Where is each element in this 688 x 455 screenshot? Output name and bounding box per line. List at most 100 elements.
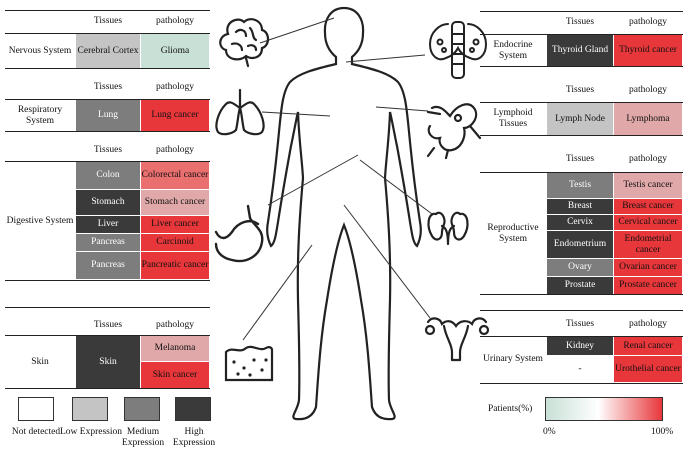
- kidney-icon: [427, 211, 469, 246]
- system-label-urinary: Urinary System: [483, 354, 543, 364]
- system-label-lymphoid: Lymphoid Tissues: [493, 108, 533, 129]
- legend-swatch-medium: [124, 397, 160, 421]
- table-bottom-rule: [480, 66, 683, 67]
- tissue-cell: Cerebral Cortex: [76, 34, 140, 68]
- pathology-cell: Ovarian cancer: [614, 259, 682, 276]
- system-label-digestive: Digestive System: [6, 215, 74, 226]
- human-body-silhouette: [266, 6, 422, 421]
- system-label-respiratory: Respiratory System: [17, 104, 63, 126]
- column-header-pathology: pathology: [629, 85, 667, 95]
- tissue-cell: Thyroid Gland: [547, 35, 613, 66]
- table-top-rule: [480, 310, 683, 311]
- tissue-cell: Prostate: [547, 277, 613, 294]
- column-header-pathology: pathology: [156, 16, 194, 26]
- tissue-cell: Colon: [76, 162, 140, 189]
- lungs-icon: [215, 88, 265, 136]
- pathology-cell: Endometrial cancer: [614, 231, 682, 258]
- tissue-cell: Cervix: [547, 215, 613, 230]
- column-header-pathology: pathology: [629, 17, 667, 27]
- table-bottom-rule: [480, 135, 683, 136]
- pathology-cell: Lung cancer: [141, 100, 209, 131]
- column-header-tissues: Tissues: [565, 319, 595, 329]
- pathology-cell: Glioma: [141, 34, 209, 68]
- table-bottom-rule: [5, 68, 210, 69]
- legend-label-high: High Expression: [172, 427, 216, 448]
- column-header-pathology: pathology: [156, 320, 194, 330]
- lymph-node-icon: [426, 103, 482, 160]
- column-header-tissues: Tissues: [93, 320, 123, 330]
- tissue-cell: Kidney: [547, 337, 613, 355]
- table-header-rule: [480, 34, 683, 35]
- table-top-rule: [5, 10, 210, 11]
- column-header-tissues: Tissues: [565, 17, 595, 27]
- legend-swatch-low: [72, 397, 108, 421]
- patients-min-label: 0%: [543, 427, 556, 437]
- system-label-skin: Skin: [31, 356, 49, 367]
- table-header-rule: [5, 335, 210, 336]
- system-label-nervous: Nervous System: [8, 45, 72, 56]
- pathology-cell: Testis cancer: [614, 173, 682, 198]
- tissue-cell: -: [547, 356, 613, 382]
- patients-gradient-bar: [545, 397, 663, 421]
- tissue-cell: Testis: [547, 173, 613, 198]
- pathology-cell: Pancreatic cancer: [141, 252, 209, 279]
- table-top-rule: [5, 307, 210, 308]
- pathology-cell: Carcinoid: [141, 234, 209, 251]
- pathology-cell: Renal cancer: [614, 337, 682, 355]
- brain-icon: [219, 18, 270, 68]
- column-header-tissues: Tissues: [93, 82, 123, 92]
- pathology-cell: Prostate cancer: [614, 277, 682, 294]
- table-bottom-rule: [5, 388, 210, 389]
- table-header-rule: [5, 33, 210, 34]
- pathology-cell: Lymphoma: [614, 103, 682, 135]
- tissue-cell: Breast: [547, 199, 613, 214]
- table-header-rule: [480, 102, 683, 103]
- thyroid-icon: [428, 21, 488, 79]
- pathology-cell: Cervical cancer: [614, 215, 682, 230]
- uterus-icon: [424, 317, 490, 362]
- tissue-cell: Ovary: [547, 259, 613, 276]
- table-bottom-rule: [480, 383, 683, 384]
- system-label-endocrine: Endocrine System: [493, 39, 533, 61]
- legend-swatch-high: [175, 397, 211, 421]
- column-header-tissues: Tissues: [93, 145, 123, 155]
- legend-label-not-detected: Not detected: [11, 427, 61, 437]
- tissue-cell: Liver: [76, 216, 140, 233]
- pathology-cell: Urothelial cancer: [614, 356, 682, 382]
- legend-label-medium: Medium Expression: [121, 427, 165, 448]
- tissue-cell: Lymph Node: [547, 103, 613, 135]
- table-header-rule: [5, 99, 210, 100]
- table-header-rule: [5, 161, 210, 162]
- pathology-cell: Liver cancer: [141, 216, 209, 233]
- tissue-cell: Stomach: [76, 190, 140, 215]
- pathology-cell: Thyroid cancer: [614, 35, 682, 66]
- table-bottom-rule: [480, 294, 683, 295]
- table-header-rule: [480, 336, 683, 337]
- tissue-cell: Endometrium: [547, 231, 613, 258]
- table-bottom-rule: [5, 131, 210, 132]
- column-header-tissues: Tissues: [565, 85, 595, 95]
- pathology-cell: Breast cancer: [614, 199, 682, 214]
- column-header-pathology: pathology: [156, 82, 194, 92]
- system-label-reproductive: Reproductive System: [487, 222, 539, 244]
- table-top-rule: [480, 11, 683, 12]
- legend-swatch-not-detected: [18, 397, 54, 421]
- tissue-cell: Lung: [76, 100, 140, 131]
- column-header-pathology: pathology: [629, 154, 667, 164]
- pathology-cell: Stomach cancer: [141, 190, 209, 215]
- pathology-cell: Skin cancer: [141, 362, 209, 388]
- patients-legend-title: Patients(%): [488, 404, 533, 414]
- column-header-tissues: Tissues: [565, 154, 595, 164]
- pathology-cell: Melanoma: [141, 336, 209, 361]
- pathology-cell: Colorectal cancer: [141, 162, 209, 189]
- tissue-cell: Skin: [76, 336, 140, 388]
- column-header-tissues: Tissues: [93, 16, 123, 26]
- column-header-pathology: pathology: [156, 145, 194, 155]
- table-bottom-rule: [5, 280, 210, 281]
- skin-icon: [224, 345, 274, 382]
- column-header-pathology: pathology: [629, 319, 667, 329]
- patients-max-label: 100%: [651, 427, 674, 437]
- stomach-icon: [214, 204, 264, 263]
- tissue-cell: Pancreas: [76, 252, 140, 279]
